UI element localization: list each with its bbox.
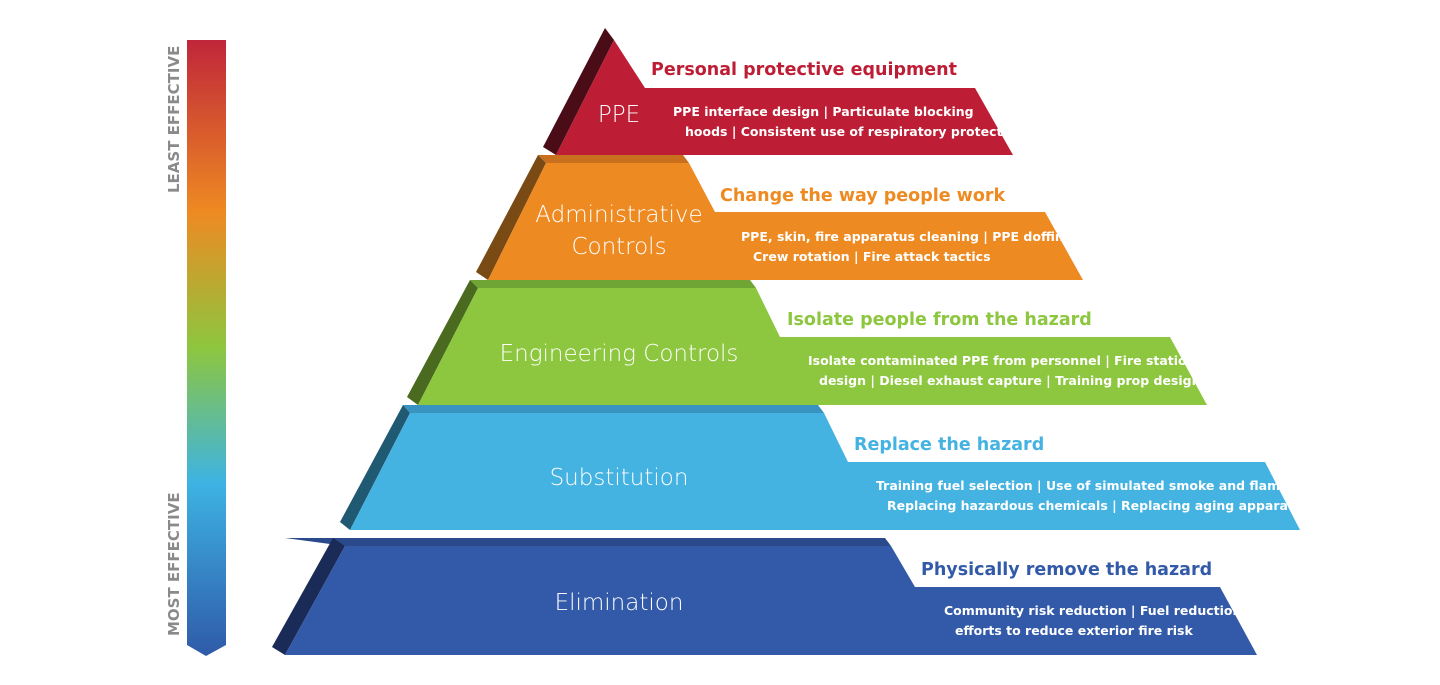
tier-description-line: Training fuel selection | Use of simulat…: [876, 478, 1298, 493]
tier-header: Change the way people work: [720, 186, 1006, 206]
tier-name: Elimination: [555, 590, 684, 616]
tier-description-line: Community risk reduction | Fuel reductio…: [944, 603, 1241, 618]
tier-description-line: PPE, skin, fire apparatus cleaning | PPE…: [741, 229, 1082, 244]
tier-description-line: PPE interface design | Particulate block…: [673, 104, 974, 119]
least-effective-label: LEAST EFFECTIVE: [165, 46, 183, 193]
tier-description-line: design | Diesel exhaust capture | Traini…: [819, 373, 1201, 388]
tier-header: Personal protective equipment: [651, 60, 957, 80]
tier-header: Physically remove the hazard: [921, 560, 1212, 580]
tier-name: PPE: [598, 102, 640, 128]
tier-header: Replace the hazard: [854, 435, 1044, 455]
tier-description-line: Crew rotation | Fire attack tactics: [753, 249, 991, 264]
effectiveness-gradient-arrow: [187, 40, 226, 656]
tier-header: Isolate people from the hazard: [787, 310, 1092, 330]
tier-name: Substitution: [550, 465, 689, 491]
tier-ppe: PPE Personal protective equipment PPE in…: [543, 28, 1024, 155]
tier-name-line: Administrative: [535, 202, 702, 228]
tier-name-line: Controls: [571, 234, 666, 260]
tier-elimination: Elimination Physically remove the hazard…: [272, 538, 1257, 655]
effectiveness-scale: LEAST EFFECTIVE MOST EFFECTIVE: [165, 40, 226, 656]
tier-description-line: hoods | Consistent use of respiratory pr…: [685, 124, 1024, 139]
tier-administrative-controls: Administrative Controls Change the way p…: [476, 155, 1083, 280]
most-effective-label: MOST EFFECTIVE: [165, 492, 183, 636]
tier-description-line: Isolate contaminated PPE from personnel …: [808, 353, 1196, 368]
tier-substitution: Substitution Replace the hazard Training…: [340, 405, 1310, 530]
tier-description-line: Replacing hazardous chemicals | Replacin…: [887, 498, 1310, 513]
tier-name: Engineering Controls: [500, 341, 739, 367]
tier-engineering-controls: Engineering Controls Isolate people from…: [407, 280, 1207, 405]
tier-description-line: efforts to reduce exterior fire risk: [955, 623, 1193, 638]
